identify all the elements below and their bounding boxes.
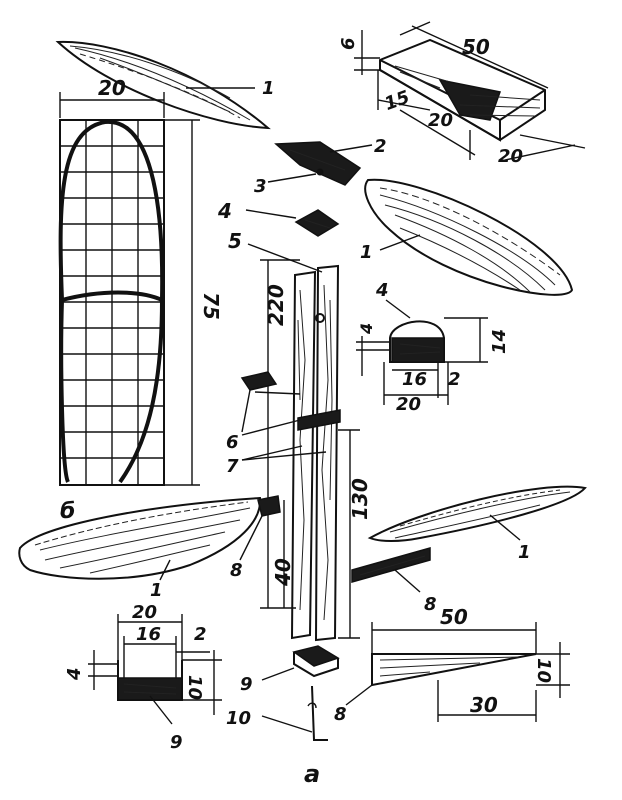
label-part-1-a: 1: [262, 78, 275, 99]
dim-holder-height: 10: [533, 658, 554, 683]
top-cap-small: 4: [217, 199, 340, 237]
label-part-2: 2: [374, 136, 387, 157]
hook: 10: [226, 685, 328, 741]
blade-right-upper: 1: [360, 178, 574, 296]
dim-cap-thickness: 4: [357, 323, 376, 335]
label-part-8-a: 8: [230, 560, 243, 581]
label-part-8-b: 8: [424, 594, 437, 615]
blade-lower-left: 1 8: [18, 495, 281, 601]
dim-hub-b: 20: [428, 110, 453, 131]
bottom-cap-detail: 20 16 2 4 10 9: [64, 602, 222, 753]
bottom-cap-small: 9: [240, 645, 340, 695]
dim-shaft-length: 220: [264, 284, 288, 326]
label-part-1-d: 1: [518, 542, 531, 563]
caption-template: б: [60, 499, 75, 524]
label-part-5: 5: [228, 229, 242, 253]
dim-template-height: 75: [199, 292, 223, 320]
shaft: 5 220 40 130: [228, 229, 372, 642]
hub-small: 2 3: [254, 136, 387, 197]
top-cap-detail: 4 4 14 16 2 20: [356, 280, 510, 415]
blade-lower-right: 1 8: [351, 485, 587, 615]
hub-block: 6 50 15 20 20: [338, 21, 586, 167]
dim-lower-length: 130: [348, 478, 372, 520]
dim-bottom-thickness: 4: [64, 667, 85, 681]
label-part-8-c: 8: [334, 704, 347, 725]
label-part-9-a: 9: [240, 674, 253, 695]
dim-hub-a: 15: [382, 87, 413, 115]
label-part-9-b: 9: [170, 732, 183, 753]
dim-holder-length: 50: [440, 605, 468, 629]
template-grid: 20 75 б: [58, 76, 223, 524]
dim-bottom-side: 2: [194, 624, 207, 645]
dim-holder-short: 30: [470, 693, 498, 717]
blade-top-left: 1: [55, 40, 275, 130]
label-part-10: 10: [226, 708, 251, 729]
label-part-6: 6: [226, 432, 239, 453]
caption-main: а: [304, 760, 320, 788]
blade-holder-detail: 50 10 30 8: [334, 605, 570, 725]
dim-lower-short: 40: [271, 558, 295, 587]
dim-bottom-height: 10: [184, 675, 205, 700]
dim-hub-height: 6: [338, 37, 359, 50]
label-part-1-b: 1: [360, 242, 373, 263]
dim-cap-height: 14: [489, 329, 510, 354]
label-part-7: 7: [226, 456, 239, 477]
dim-hub-length: 50: [462, 35, 490, 59]
dim-template-width: 20: [98, 76, 126, 100]
label-part-4-a: 4: [217, 199, 232, 223]
stopper-piece: 6 7: [226, 371, 327, 477]
dim-cap-side: 2: [448, 369, 461, 390]
dim-cap-width: 20: [396, 394, 421, 415]
dim-hub-width: 20: [498, 146, 523, 167]
dim-bottom-inner: 16: [136, 624, 161, 645]
dim-bottom-width: 20: [132, 602, 157, 623]
label-part-1-c: 1: [150, 580, 163, 601]
label-part-3: 3: [254, 176, 267, 197]
label-part-4-b: 4: [375, 280, 389, 301]
dim-cap-inner: 16: [402, 369, 427, 390]
